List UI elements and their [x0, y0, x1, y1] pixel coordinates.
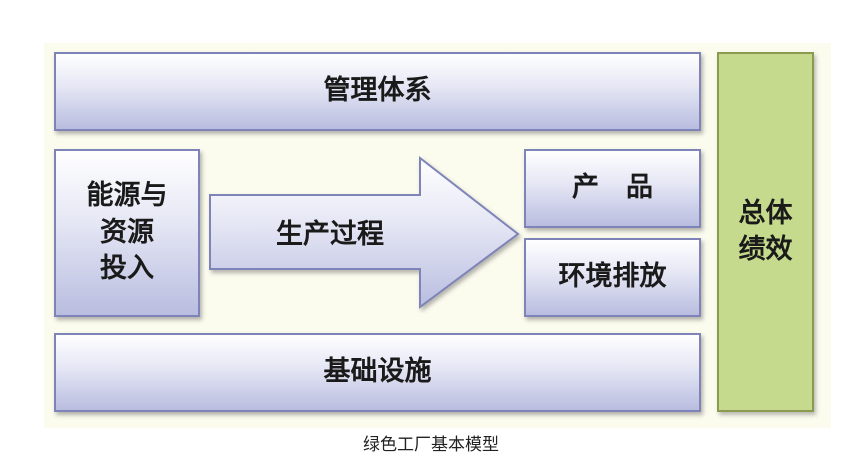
production-process-label: 生产过程: [230, 212, 430, 251]
environmental-emissions-box: 环境排放: [524, 238, 701, 317]
energy-resource-input-box: 能源与 资源 投入: [54, 149, 200, 317]
overall-performance-box: 总体 绩效: [717, 52, 814, 412]
product-box: 产 品: [524, 149, 701, 228]
infrastructure-label: 基础设施: [324, 354, 432, 390]
input-line-1: 能源与: [87, 178, 168, 214]
input-line-2: 资源: [87, 215, 168, 251]
product-label: 产 品: [572, 170, 653, 206]
management-system-label: 管理体系: [324, 73, 432, 109]
infrastructure-bar: 基础设施: [54, 333, 701, 412]
input-line-3: 投入: [87, 251, 168, 287]
performance-line-1: 总体: [739, 196, 793, 232]
environmental-emissions-label: 环境排放: [559, 259, 667, 295]
performance-line-2: 绩效: [739, 232, 793, 268]
management-system-bar: 管理体系: [54, 52, 701, 131]
figure-caption: 绿色工厂基本模型: [0, 430, 862, 455]
